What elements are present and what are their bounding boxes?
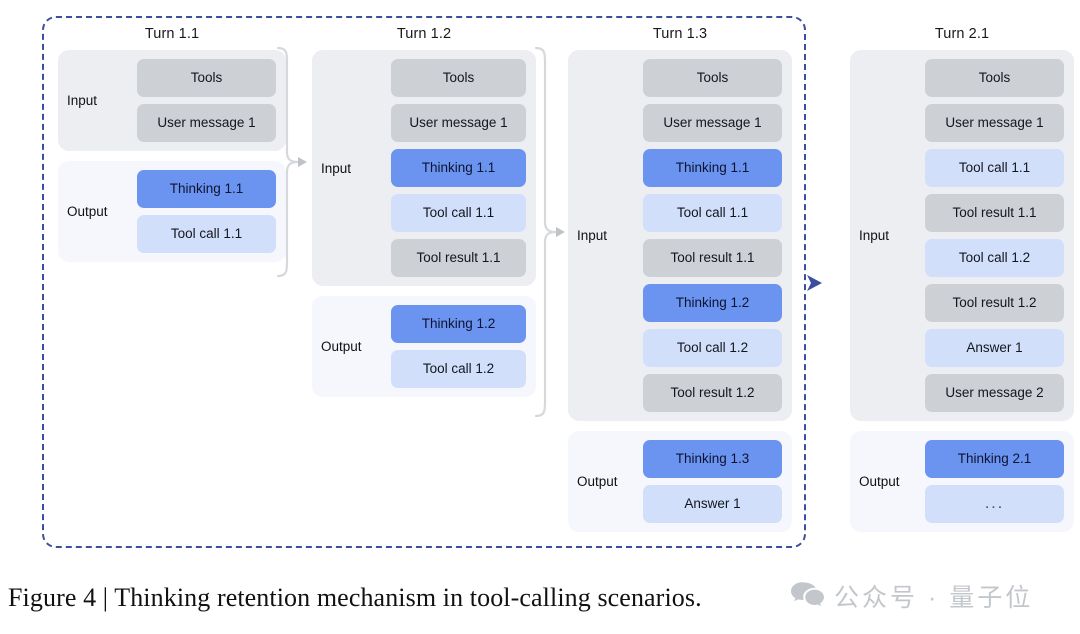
turn-1-group-boundary: [42, 16, 806, 548]
output-label: Output: [67, 204, 108, 219]
message-chip: Thinking 1.1: [643, 149, 782, 187]
message-chip: Thinking 1.2: [643, 284, 782, 322]
output-panel: Output Thinking 2.1...: [850, 431, 1074, 532]
message-chip: User message 1: [391, 104, 526, 142]
message-chip: Tool result 1.1: [643, 239, 782, 277]
message-chip: Tool result 1.1: [925, 194, 1064, 232]
message-chip: User message 2: [925, 374, 1064, 412]
wechat-bubbles-icon: [790, 580, 824, 613]
output-chip-list: Thinking 2.1...: [925, 440, 1064, 523]
message-chip: Tool call 1.1: [925, 149, 1064, 187]
message-chip: User message 1: [643, 104, 782, 142]
turn-title: Turn 1.2: [396, 26, 452, 42]
message-chip: Tool call 1.2: [643, 329, 782, 367]
message-chip: User message 1: [137, 104, 276, 142]
input-label: Input: [577, 228, 608, 243]
message-chip: Answer 1: [925, 329, 1064, 367]
message-chip: Thinking 1.1: [391, 149, 526, 187]
message-chip: Thinking 2.1: [925, 440, 1064, 478]
message-chip: Answer 1: [643, 485, 782, 523]
message-chip: Thinking 1.2: [391, 305, 526, 343]
message-chip: Tools: [643, 59, 782, 97]
message-chip: Tools: [391, 59, 526, 97]
message-chip: Tool result 1.2: [643, 374, 782, 412]
message-chip: Tool call 1.1: [643, 194, 782, 232]
message-chip: Tool call 1.1: [391, 194, 526, 232]
input-label: Input: [321, 160, 352, 176]
message-chip: User message 1: [925, 104, 1064, 142]
message-chip: Tool result 1.1: [391, 239, 526, 277]
output-label: Output: [577, 474, 618, 489]
message-chip: Thinking 1.3: [643, 440, 782, 478]
message-chip: ...: [925, 485, 1064, 523]
flow-arrow-to-turn-2: [804, 272, 830, 299]
turn-title: Turn 2.1: [934, 26, 990, 42]
message-chip: Tools: [925, 59, 1064, 97]
watermark: 公众号 · 量子位: [790, 576, 1033, 616]
input-label: Input: [67, 93, 98, 108]
output-label: Output: [321, 339, 362, 354]
message-chip: Thinking 1.1: [137, 170, 276, 208]
message-chip: Tools: [137, 59, 276, 97]
watermark-text: 公众号 · 量子位: [834, 584, 1034, 612]
message-chip: Tool result 1.2: [925, 284, 1064, 322]
message-chip: Tool call 1.2: [925, 239, 1064, 277]
message-chip: Tool call 1.1: [137, 215, 276, 253]
figure-caption: Figure 4 | Thinking retention mechanism …: [8, 583, 702, 612]
turn-title: Turn 1.1: [144, 26, 200, 42]
output-label: Output: [859, 474, 900, 489]
input-label: Input: [859, 228, 890, 243]
turn-title: Turn 1.3: [652, 26, 708, 42]
message-chip: Tool call 1.2: [391, 350, 526, 388]
